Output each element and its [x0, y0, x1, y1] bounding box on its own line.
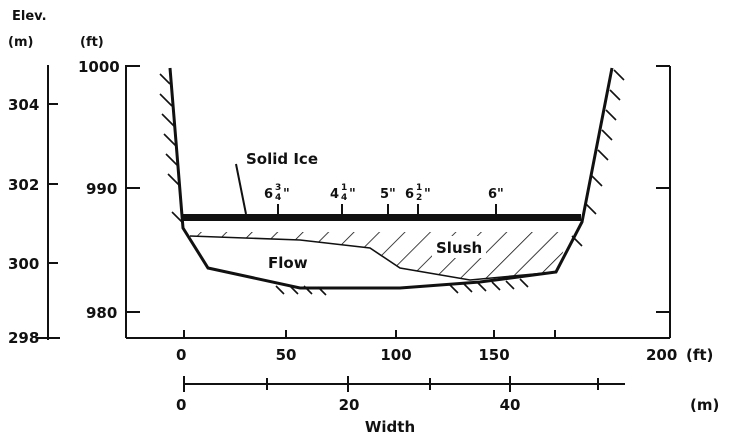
ice-thickness-marks: 6 3 4 " 4 1 4 " 5" 6 1 2 " 6" [264, 183, 504, 214]
svg-text:6: 6 [405, 187, 414, 202]
svg-text:6: 6 [264, 187, 273, 202]
svg-text:2: 2 [416, 193, 422, 203]
m-width-tick-label: 20 [339, 396, 360, 414]
svg-text:1: 1 [416, 183, 422, 193]
svg-text:": " [349, 187, 356, 202]
m-tick-label: 304 [8, 96, 39, 114]
slush-label: Slush [436, 239, 482, 257]
svg-text:": " [424, 187, 431, 202]
svg-text:5": 5" [380, 187, 396, 202]
elevation-title: Elev. [12, 9, 47, 24]
thickness-mark-label: 4 1 4 " [330, 183, 356, 203]
svg-text:4: 4 [275, 193, 281, 203]
meters-elevation-axis: 304 302 300 298 [8, 65, 60, 347]
m-width-tick-label: 40 [500, 396, 521, 414]
m-tick-label: 302 [8, 176, 39, 194]
ft-tick-label: 980 [86, 304, 117, 322]
solid-ice-layer [183, 214, 581, 221]
svg-text:": " [283, 187, 290, 202]
ft-tick-label: 1000 [78, 58, 120, 76]
feet-elevation-frame: 1000 990 980 [78, 58, 671, 339]
svg-text:4: 4 [330, 187, 339, 202]
width-meters-axis: 0 20 40 (m) Width [176, 376, 719, 436]
thickness-mark-label: 5" [380, 187, 396, 202]
svg-text:1: 1 [341, 183, 347, 193]
solid-ice-label: Solid Ice [246, 150, 318, 168]
ft-width-tick-label: 50 [276, 346, 297, 364]
slush-label-background [432, 236, 486, 258]
solid-ice-leader [235, 163, 247, 215]
width-axis-title: Width [365, 418, 415, 436]
feet-unit-label: (ft) [80, 35, 104, 50]
svg-text:4: 4 [341, 193, 347, 203]
ft-width-unit: (ft) [686, 346, 713, 364]
svg-text:3: 3 [275, 183, 281, 193]
m-width-unit: (m) [690, 396, 719, 414]
ft-tick-label: 990 [86, 180, 117, 198]
thickness-mark-label: 6 3 4 " [264, 183, 290, 203]
thickness-mark-label: 6" [488, 187, 504, 202]
m-width-tick-label: 0 [176, 396, 186, 414]
m-tick-label: 298 [8, 329, 39, 347]
ft-width-tick-label: 200 [646, 346, 677, 364]
channel-banks [159, 67, 625, 296]
ft-width-tick-label: 0 [176, 346, 186, 364]
width-feet-axis-labels: 0 50 100 150 200 (ft) [176, 346, 713, 364]
ft-width-tick-label: 100 [380, 346, 411, 364]
thickness-mark-label: 6 1 2 " [405, 183, 431, 203]
meters-unit-label: (m) [8, 35, 33, 50]
svg-text:6": 6" [488, 187, 504, 202]
flow-label: Flow [268, 254, 308, 272]
ft-width-tick-label: 150 [478, 346, 509, 364]
m-tick-label: 300 [8, 255, 39, 273]
